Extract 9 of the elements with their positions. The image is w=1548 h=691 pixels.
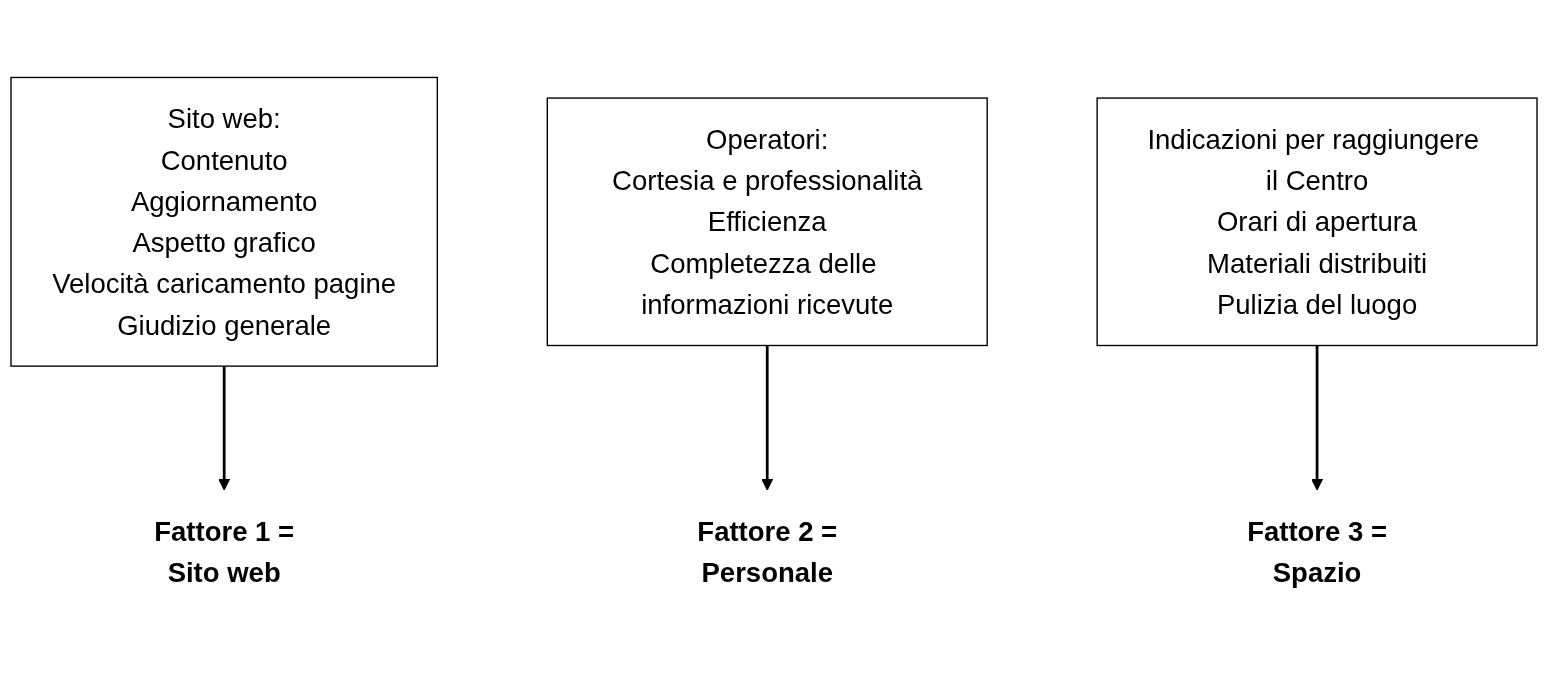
arrow — [218, 366, 231, 491]
node-box: Sito web: Contenuto Aggiornamento Aspetto grafico Velocità caricamento pagine Giudizio generale — [10, 76, 438, 367]
node-box: Operatori: Cortesia e professionalità Efficienza Completezza delle informazioni ricevute — [546, 97, 988, 347]
arrow — [1311, 345, 1324, 491]
node-text: Fattore 2 = Personale — [697, 515, 838, 588]
arrow — [761, 345, 774, 491]
node-text: Fattore 3 = Spazio — [1247, 515, 1387, 588]
node-text: Fattore 1 = Sito web — [154, 515, 295, 588]
node-box: Indicazioni per raggiungere il Centro Orari di apertura Materiali distribuiti Pulizia del luogo — [1096, 97, 1538, 347]
